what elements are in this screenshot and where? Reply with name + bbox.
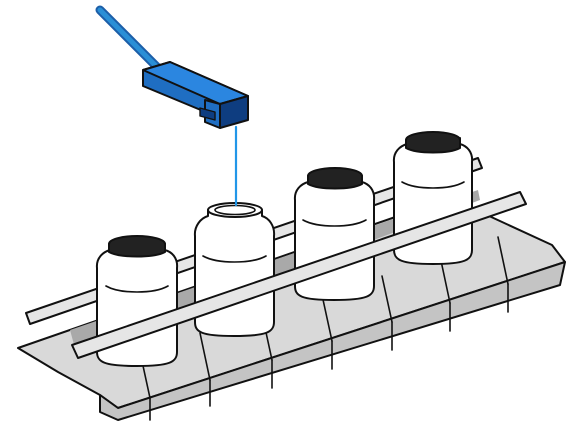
front-rail: [71, 191, 527, 359]
belt-segments: [139, 236, 509, 421]
jar-2-open: [193, 202, 276, 337]
photoelectric-sensor-icon: [142, 61, 249, 129]
jar-1: [95, 235, 179, 367]
